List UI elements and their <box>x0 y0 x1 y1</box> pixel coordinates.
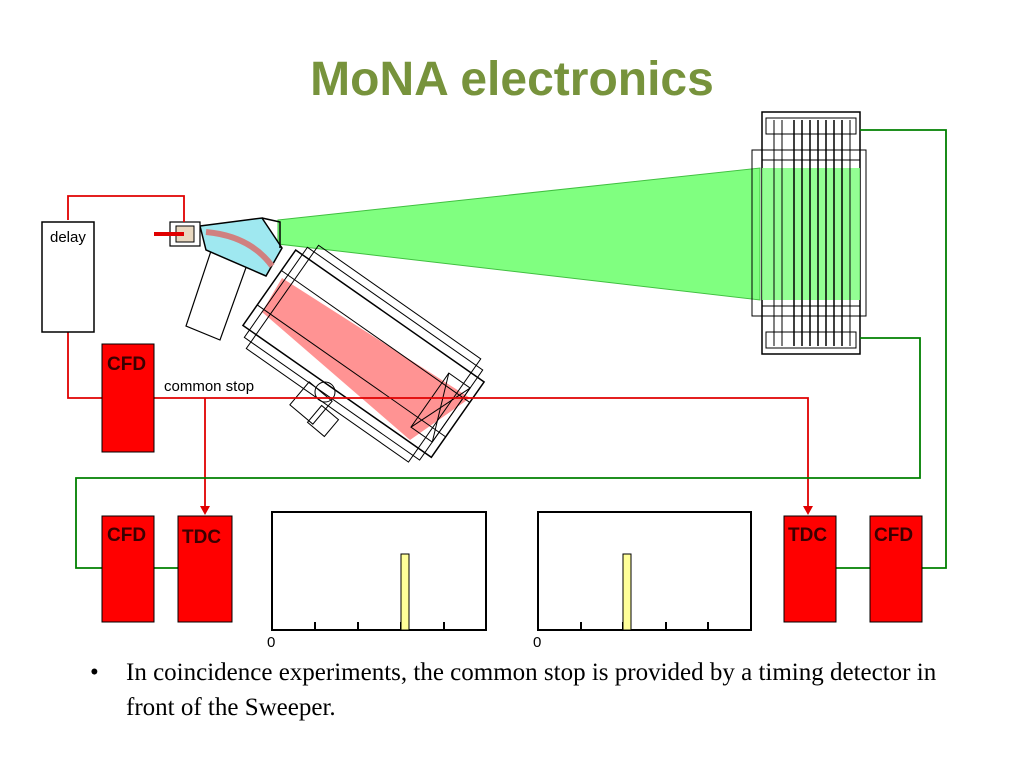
tdc-module-right <box>783 515 837 623</box>
vacuum-pump <box>289 381 340 438</box>
cfd-module-left <box>101 515 155 623</box>
histogram-right-peak <box>622 553 632 631</box>
histogram-right <box>537 511 752 631</box>
delay-label: delay <box>50 229 86 246</box>
neutron-beam-cone <box>277 167 761 301</box>
red-signal-wires <box>67 195 809 508</box>
bullet-marker: • <box>90 659 99 686</box>
delay-module <box>41 221 95 333</box>
common-stop-label: common stop <box>164 378 254 395</box>
green-signal-wires <box>75 129 947 569</box>
histogram-left-zero: 0 <box>267 634 275 651</box>
cfd-label-right: CFD <box>874 525 913 546</box>
tdc-label-right: TDC <box>788 525 827 546</box>
fragment-beam-wedge <box>262 278 470 440</box>
cfd-label-start: CFD <box>107 354 146 375</box>
histogram-right-zero: 0 <box>533 634 541 651</box>
histogram-left-peak <box>400 553 410 631</box>
arrowhead-right-tdc <box>803 506 813 515</box>
tdc-label-left: TDC <box>182 527 221 548</box>
bullet-text: In coincidence experiments, the common s… <box>126 659 937 721</box>
mona-detector-array <box>751 111 867 355</box>
tdc-module-left <box>177 515 233 623</box>
histogram-left <box>271 511 487 631</box>
arrowhead-left-tdc <box>200 506 210 515</box>
slide-title: MoNA electronics <box>310 53 714 106</box>
cfd-module-start <box>101 343 155 453</box>
cfd-label-left: CFD <box>107 525 146 546</box>
cfd-module-right <box>869 515 923 623</box>
bullet-item: • In coincidence experiments, the common… <box>90 655 960 725</box>
